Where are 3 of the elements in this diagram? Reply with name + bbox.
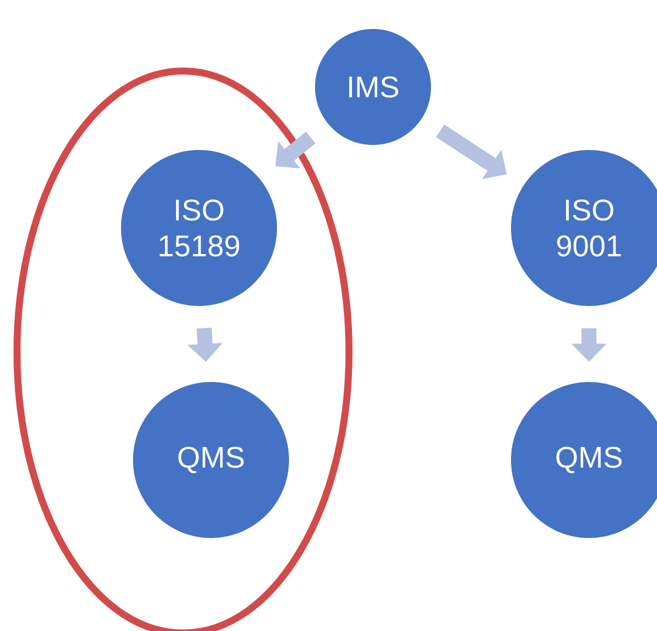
circle-node: QMS <box>133 382 289 538</box>
circle-node: ISO 15189 <box>121 150 277 306</box>
circle-node: IMS <box>315 29 431 145</box>
